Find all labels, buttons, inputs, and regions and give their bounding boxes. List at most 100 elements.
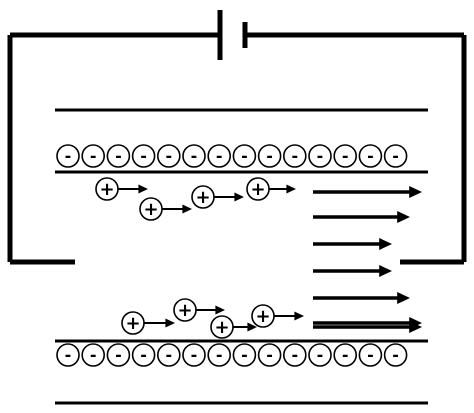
- negative-ion-circle: [56, 144, 80, 168]
- negative-ion: -: [232, 343, 257, 367]
- negative-ion-sign: -: [191, 346, 198, 365]
- negative-ion-sign: -: [367, 147, 374, 166]
- negative-ion-circle: [157, 343, 181, 367]
- battery-symbol: [217, 10, 248, 60]
- negative-ion-sign: -: [216, 346, 223, 365]
- ion-drift-arrow-head: [234, 192, 244, 202]
- positive-ion-sign: +: [214, 317, 229, 338]
- flow-arrow: [313, 211, 410, 223]
- negative-ion-sign: -: [115, 346, 122, 365]
- flow-arrow: [313, 186, 422, 198]
- negative-ion: -: [106, 144, 131, 168]
- channel-walls: [55, 108, 428, 405]
- flow-arrows: [313, 186, 422, 333]
- negative-ion-circle: [232, 343, 257, 367]
- negative-ion-circle: [232, 144, 257, 168]
- negative-ion-circle: [131, 144, 156, 168]
- negative-ion-circle: [333, 144, 358, 168]
- negative-ion: -: [157, 144, 181, 168]
- negative-ion-sign: -: [266, 346, 273, 365]
- positive-ion-circle: [210, 315, 234, 339]
- negative-ion-circle: [106, 144, 131, 168]
- ion-drift-arrow-head: [286, 184, 296, 194]
- positive-ion: +: [210, 315, 257, 339]
- negative-ion-sign: -: [392, 346, 399, 365]
- negative-ion-sign: -: [90, 147, 97, 166]
- negative-ion-circle: [383, 144, 408, 168]
- positive-ion-circle: [95, 177, 119, 201]
- negative-ion: -: [383, 343, 408, 367]
- positive-ion-sign: +: [250, 179, 265, 200]
- positive-ion: +: [246, 177, 296, 201]
- flow-arrow: [313, 292, 410, 304]
- positive-ion-circle: [121, 311, 145, 335]
- negative-ion-sign: -: [65, 346, 72, 365]
- positive-ion: +: [251, 304, 304, 328]
- negative-ion-sign: -: [342, 346, 349, 365]
- negative-ion: -: [333, 343, 358, 367]
- negative-ion-circle: [56, 343, 80, 367]
- negative-ion-circle: [131, 343, 156, 367]
- positive-ion: +: [95, 177, 148, 201]
- negative-ion-circle: [257, 343, 282, 367]
- positive-ion-group: ++++++++: [95, 177, 304, 339]
- negative-ion: -: [207, 144, 231, 168]
- negative-ion-circle: [282, 343, 307, 367]
- flow-arrow-head: [409, 186, 422, 198]
- negative-ion: -: [81, 343, 105, 367]
- negative-ion-sign: -: [140, 147, 147, 166]
- negative-ion-circle: [207, 343, 231, 367]
- ion-drift-arrow-head: [215, 305, 225, 315]
- negative-ion-sign: -: [65, 147, 72, 166]
- ion-drift-arrow-head: [165, 318, 175, 328]
- bottom-negative-charge-layer: --------------: [56, 343, 408, 367]
- negative-ion-circle: [383, 343, 408, 367]
- negative-ion-circle: [182, 144, 206, 168]
- negative-ion: -: [56, 343, 80, 367]
- flow-arrow-head: [379, 265, 392, 277]
- negative-ion: -: [282, 343, 307, 367]
- negative-ion-circle: [358, 144, 383, 168]
- negative-ion-sign: -: [392, 147, 399, 166]
- positive-ion-circle: [191, 185, 215, 209]
- negative-ion-sign: -: [291, 346, 298, 365]
- negative-ion-circle: [81, 343, 105, 367]
- negative-ion-sign: -: [317, 346, 324, 365]
- negative-ion: -: [383, 144, 408, 168]
- ion-drift-arrow-head: [294, 311, 304, 321]
- negative-ion: -: [131, 144, 156, 168]
- flow-arrow: [313, 321, 422, 333]
- ion-drift-arrow-head: [247, 322, 257, 332]
- positive-ion-sign: +: [99, 179, 114, 200]
- negative-ion-circle: [182, 343, 206, 367]
- negative-ion: -: [308, 343, 332, 367]
- positive-ion-circle: [251, 304, 275, 328]
- negative-ion: -: [157, 343, 181, 367]
- negative-ion: -: [282, 144, 307, 168]
- positive-ion-circle: [246, 177, 270, 201]
- positive-ion: +: [139, 197, 192, 221]
- negative-ion-sign: -: [241, 346, 248, 365]
- negative-ion-sign: -: [367, 346, 374, 365]
- negative-ion: -: [56, 144, 80, 168]
- negative-ion-sign: -: [165, 346, 172, 365]
- negative-ion: -: [131, 343, 156, 367]
- positive-ion-sign: +: [125, 313, 140, 334]
- negative-ion-circle: [81, 144, 105, 168]
- positive-ion-sign: +: [195, 187, 210, 208]
- positive-ion-circle: [139, 197, 163, 221]
- flow-arrow-head: [409, 321, 422, 333]
- negative-ion: -: [358, 144, 383, 168]
- positive-ion: +: [191, 185, 244, 209]
- flow-arrow-head: [397, 211, 410, 223]
- negative-ion: -: [333, 144, 358, 168]
- negative-ion-circle: [308, 144, 332, 168]
- ion-drift-arrow-head: [182, 204, 192, 214]
- negative-ion: -: [358, 343, 383, 367]
- negative-ion: -: [106, 343, 131, 367]
- top-negative-charge-layer: --------------: [56, 144, 408, 168]
- negative-ion: -: [308, 144, 332, 168]
- ion-drift-arrow-head: [138, 184, 148, 194]
- positive-ion: +: [121, 311, 175, 335]
